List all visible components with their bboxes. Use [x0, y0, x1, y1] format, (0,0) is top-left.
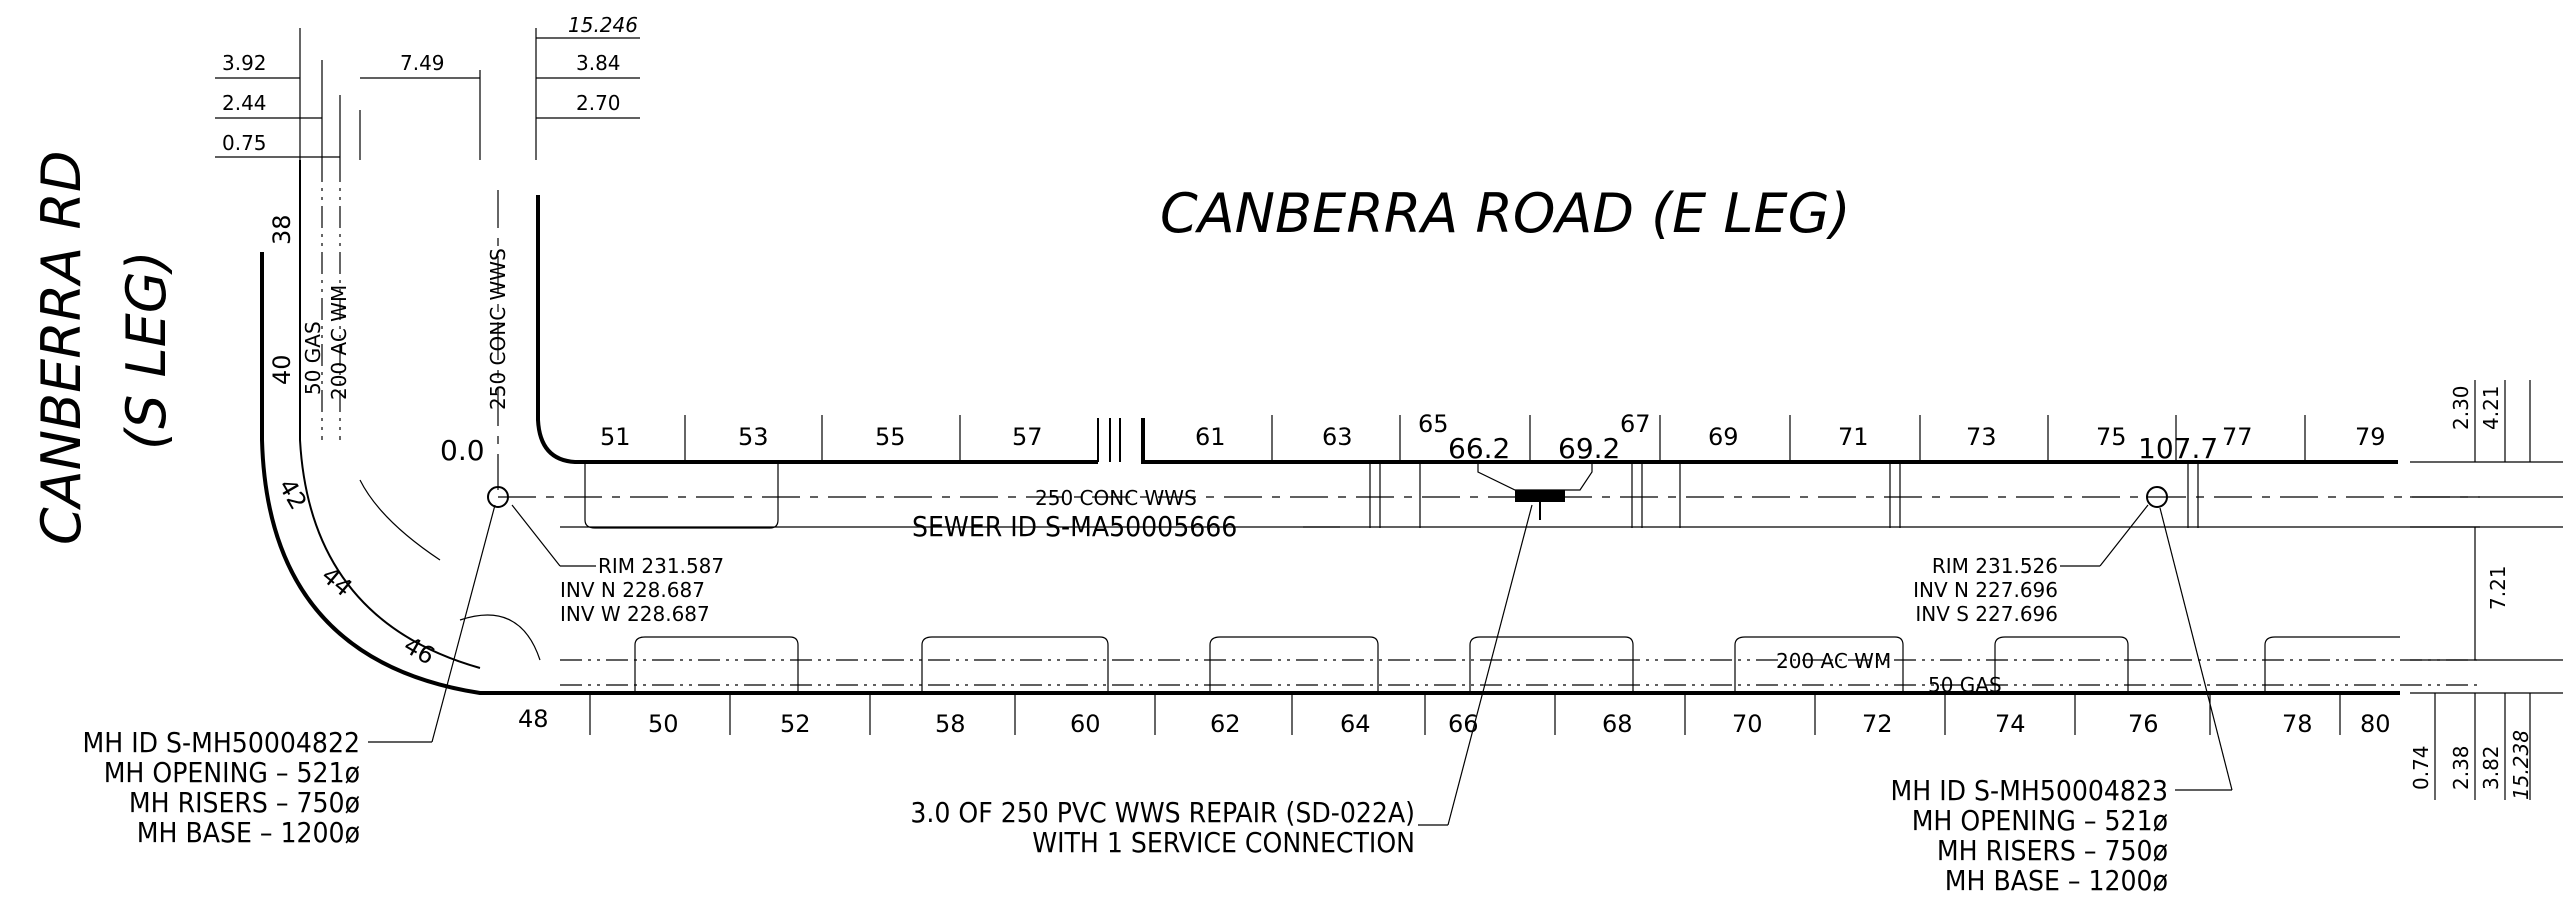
chainage-repair-start: 66.2 [1448, 432, 1510, 465]
mh-left-inv-n: INV N 228.687 [560, 578, 705, 602]
station-61: 61 [1195, 423, 1226, 451]
bottom-station-ticks [589, 693, 2341, 735]
top-station-labels: 51 53 55 57 61 63 65 67 69 71 73 75 77 7… [600, 410, 2386, 451]
repair-note: 3.0 OF 250 PVC WWS REPAIR (SD-022A) WITH… [910, 796, 1415, 859]
dim-2-38: 2.38 [2449, 745, 2473, 790]
station-53: 53 [738, 423, 769, 451]
mh-left-note: MH ID S-MH50004822 MH OPENING – 521ø MH … [83, 504, 496, 849]
station-42: 42 [273, 474, 313, 514]
right-dimension-block [2410, 380, 2563, 800]
mh-left-rim: RIM 231.587 [598, 554, 724, 578]
dim-7-21: 7.21 [2486, 565, 2510, 610]
station-79: 79 [2355, 423, 2386, 451]
label-curve-wm: 200 AC WM [327, 285, 351, 400]
sewer-id: SEWER ID S-MA50005666 [912, 510, 1237, 543]
label-watermain: 200 AC WM [1776, 649, 1891, 673]
station-74: 74 [1995, 710, 2026, 738]
chainage-start: 0.0 [440, 434, 485, 467]
repair-section: 66.2 69.2 [1418, 432, 1620, 826]
left-dimension-block: 3.92 2.44 0.75 7.49 15.246 3.84 2.70 [215, 13, 640, 160]
mh-right-rim: RIM 231.526 [1932, 554, 2058, 578]
label-curve-gas: 50 GAS [301, 321, 325, 395]
dim-0-75: 0.75 [222, 131, 267, 155]
mh-right-opening: MH OPENING – 521ø [1912, 804, 2168, 837]
mh-right-inv-s: INV S 227.696 [1915, 602, 2058, 626]
station-55: 55 [875, 423, 906, 451]
station-40: 40 [268, 354, 296, 385]
station-51: 51 [600, 423, 631, 451]
service-connections-bottom [359, 479, 2400, 693]
utility-lines [321, 160, 2480, 686]
dim-3-82: 3.82 [2479, 745, 2503, 790]
station-65: 65 [1418, 410, 1449, 438]
station-66: 66 [1448, 710, 1479, 738]
station-57: 57 [1012, 423, 1043, 451]
station-69: 69 [1708, 423, 1739, 451]
station-44: 44 [316, 561, 357, 602]
dim-2-30: 2.30 [2449, 385, 2473, 430]
station-76: 76 [2128, 710, 2159, 738]
mh-left-inverts: RIM 231.587 INV N 228.687 INV W 228.687 [511, 504, 724, 626]
dim-7-49: 7.49 [400, 51, 445, 75]
mh-right-id: MH ID S-MH50004823 [1891, 774, 2168, 807]
station-62: 62 [1210, 710, 1241, 738]
mh-right-base: MH BASE – 1200ø [1945, 864, 2168, 897]
mh-left-base: MH BASE – 1200ø [137, 816, 360, 849]
mh-left-opening: MH OPENING – 521ø [104, 756, 360, 789]
station-52: 52 [780, 710, 811, 738]
station-50: 50 [648, 710, 679, 738]
station-78: 78 [2282, 710, 2313, 738]
station-73: 73 [1966, 423, 1997, 451]
dim-2-70: 2.70 [576, 91, 621, 115]
station-67: 67 [1620, 410, 1651, 438]
station-58: 58 [935, 710, 966, 738]
mh-right-note: MH ID S-MH50004823 MH OPENING – 521ø MH … [1891, 507, 2233, 897]
dim-4-21: 4.21 [2479, 385, 2503, 430]
dim-15-246: 15.246 [568, 13, 638, 37]
station-75: 75 [2096, 423, 2127, 451]
top-station-ticks [684, 415, 2306, 462]
station-68: 68 [1602, 710, 1633, 738]
station-63: 63 [1322, 423, 1353, 451]
station-70: 70 [1732, 710, 1763, 738]
title-s-leg-line1: CANBERRA RD [30, 151, 93, 545]
mh-right-inverts: RIM 231.526 INV N 227.696 INV S 227.696 [1913, 504, 2149, 626]
station-64: 64 [1340, 710, 1371, 738]
repair-note-line2: WITH 1 SERVICE CONNECTION [1032, 826, 1415, 859]
bottom-station-labels: 48 50 52 58 60 62 64 66 68 70 72 74 76 7… [518, 705, 2391, 738]
mh-left-risers: MH RISERS – 750ø [129, 786, 360, 819]
label-sewer-main: 250 CONC WWS [1035, 486, 1197, 510]
chainage-end: 107.7 [2138, 432, 2218, 465]
manhole-left [487, 486, 509, 508]
dim-3-84: 3.84 [576, 51, 621, 75]
station-60: 60 [1070, 710, 1101, 738]
station-48: 48 [518, 705, 549, 733]
chainage-repair-end: 69.2 [1558, 432, 1620, 465]
road-curbs [260, 160, 2400, 695]
station-80: 80 [2360, 710, 2391, 738]
title-s-leg-line2: (S LEG) [115, 250, 178, 450]
dim-2-44: 2.44 [222, 91, 267, 115]
station-38: 38 [268, 214, 296, 245]
mh-right-inv-n: INV N 227.696 [1913, 578, 2058, 602]
service-connections-top [584, 462, 2199, 529]
station-72: 72 [1862, 710, 1893, 738]
dim-3-92: 3.92 [222, 51, 267, 75]
station-71: 71 [1838, 423, 1869, 451]
repair-note-line1: 3.0 OF 250 PVC WWS REPAIR (SD-022A) [910, 796, 1415, 829]
dim-0-74: 0.74 [2409, 745, 2433, 790]
label-vertical-sewer: 250 CONC WWS [486, 248, 510, 410]
manhole-right [2146, 486, 2168, 508]
title-e-leg: CANBERRA ROAD (E LEG) [1160, 182, 1851, 245]
dim-15-238: 15.238 [2509, 730, 2533, 800]
mh-left-inv-w: INV W 228.687 [560, 602, 710, 626]
mh-right-risers: MH RISERS – 750ø [1937, 834, 2168, 867]
label-gas: 50 GAS [1928, 673, 2002, 697]
mh-left-id: MH ID S-MH50004822 [83, 726, 360, 759]
station-77: 77 [2222, 423, 2253, 451]
